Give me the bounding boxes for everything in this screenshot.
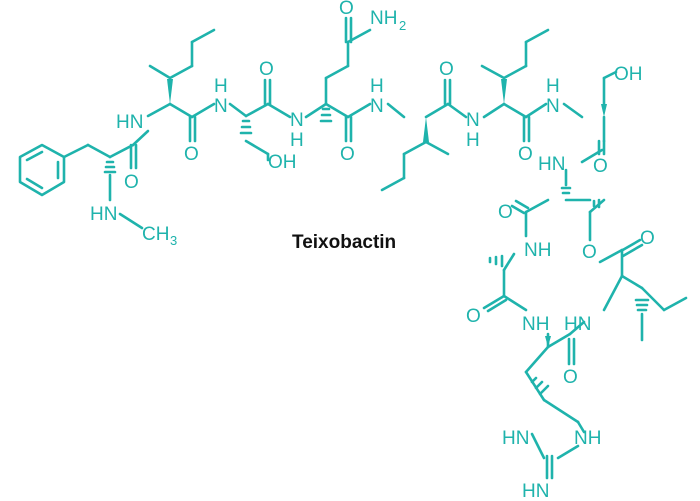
atom-oh-ser1: OH [268,152,297,173]
atom-o-ser1: O [259,59,274,80]
atom-o-ile3: O [518,144,533,165]
atom-o-ester: O [582,242,597,263]
atom-hn-ring: HN [502,428,529,449]
atom-nh2-sub: 2 [399,18,406,33]
atom-o-ala: O [466,306,481,327]
atom-h-ile2: H [370,76,384,97]
atom-ch3-sub: 3 [170,233,177,248]
atom-nh-ala: NH [524,240,551,261]
atom-nh-end: NH [522,314,549,335]
atom-o-gln-amide: O [339,0,354,19]
atom-hn-thr: HN [538,154,565,175]
atom-n-gln: N [290,110,304,131]
atom-n-ile2: N [370,96,384,117]
hash-ile4 [634,298,650,312]
atom-nh-ring: NH [574,428,601,449]
hash-phe [103,160,117,174]
atom-hn-nme: HN [90,204,117,225]
atom-labels: O HN CH 3 HN O N H O OH N H O NH 2 O N H… [90,0,655,501]
atom-h-ile3: H [466,130,480,151]
skeletal-bonds [18,16,688,480]
atom-hn-ile1: HN [116,112,143,133]
wedge-his [545,336,551,347]
atom-h-ser2: H [546,76,560,97]
hash-thr [560,186,572,195]
molecule-name: Teixobactin [292,232,396,253]
atom-h-ser1: H [214,76,228,97]
wedge-ile2 [423,117,429,142]
atom-o-ile4: O [640,228,655,249]
hash-gln [319,107,333,123]
atom-o-ile2: O [439,59,454,80]
atom-hn-imine: HN [522,481,549,501]
atom-n-ile3: N [466,110,480,131]
atom-o-phe: O [124,172,139,193]
hash-thr-methyl [592,198,601,209]
hash-ser1 [239,119,253,135]
stereo-wedges [103,79,650,396]
atom-n-ser2: N [546,96,560,117]
atom-o-gln: O [340,144,355,165]
hash-end [530,376,550,396]
atom-o-thr: O [498,202,513,223]
atom-n-ser1: N [214,96,228,117]
wedge-ser2 [601,104,607,117]
atom-h-gln: H [290,130,304,151]
atom-o-ile1: O [184,144,199,165]
atom-oh-ser2: OH [614,64,643,85]
wedge-ile3 [501,79,507,104]
atom-ch3-label: CH [142,224,169,245]
atom-nh2-label: NH [370,8,397,29]
atom-o-end: O [563,367,578,388]
wedge-ile1 [167,79,173,104]
atom-hn-ile4: HN [564,314,591,335]
atom-o-ser2: O [593,156,608,177]
hash-ala [488,254,504,268]
